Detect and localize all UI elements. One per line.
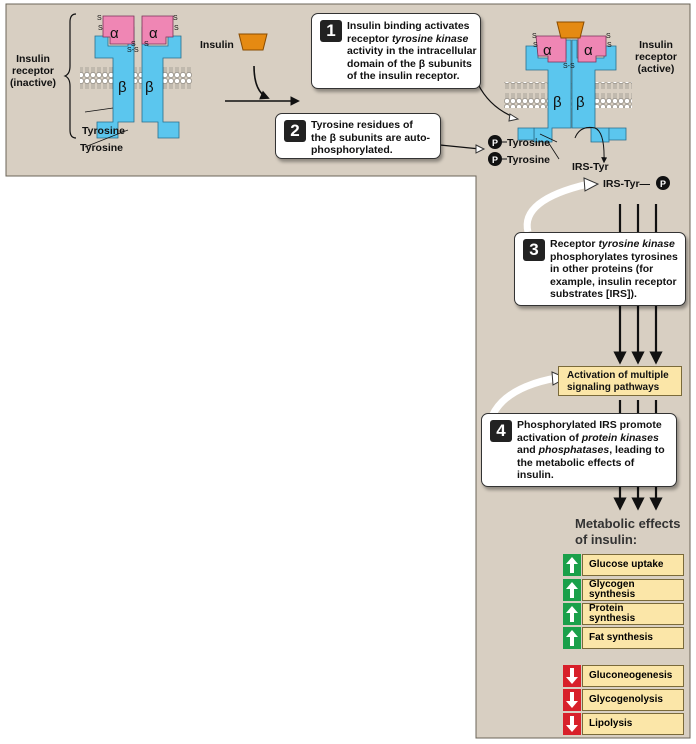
- disulfide-s: S: [533, 42, 538, 49]
- receptor-active-label: Insulin: [639, 39, 673, 51]
- phosphate-icon: [488, 135, 502, 149]
- beta-subunit-left: [94, 26, 135, 139]
- activation-line: Activation of multiple: [567, 370, 669, 381]
- phosphate-label: P: [660, 179, 666, 189]
- phosphate-icon: [656, 176, 670, 190]
- beta-label: β: [145, 79, 154, 96]
- disulfide-bond: S-S: [563, 63, 575, 70]
- step-text-line: of the insulin receptor.: [347, 70, 460, 82]
- receptor-active-label: receptor: [635, 51, 677, 63]
- step-text-line: example, insulin receptor: [550, 275, 677, 288]
- tyrosine-label: Tyrosine: [507, 154, 550, 166]
- background-panel: [5, 3, 691, 739]
- beta-subunit-left-active: [525, 39, 572, 143]
- disulfide-s: S: [97, 15, 102, 22]
- disulfide-s: S: [131, 41, 136, 48]
- beta-label: β: [576, 94, 585, 111]
- active-receptor: α α β β S S S S S-S Insulin receptor (ac…: [488, 21, 677, 190]
- disulfide-s: S: [98, 25, 103, 32]
- insulin-label: Insulin: [200, 39, 234, 51]
- activation-line: signaling pathways: [567, 382, 660, 393]
- beta-label: β: [553, 94, 562, 111]
- alpha-label: α: [584, 42, 593, 59]
- insulin-icon: [238, 33, 268, 51]
- tyrosine-label: Tyrosine: [507, 137, 550, 149]
- irs-tyr-label: IRS-Tyr: [572, 161, 609, 173]
- step-text-line: phosphorylated.: [311, 144, 393, 156]
- step-text-line: the β subunits are auto-: [311, 131, 431, 144]
- alpha-label: α: [149, 25, 158, 42]
- step-text-line: Tyrosine residues of: [311, 119, 413, 131]
- step-text-line: receptor tyrosine kinase: [347, 32, 469, 45]
- phosphate-label: P: [492, 155, 498, 165]
- receptor-inactive-label: Insulin: [16, 53, 50, 65]
- inactive-receptor: α α β β S S S S S-S S S Tyrosine Tyrosin…: [10, 13, 192, 154]
- activation-box: Activation of multiple signaling pathway…: [558, 366, 682, 396]
- bound-insulin-icon: [556, 21, 585, 39]
- membrane-inactive: [80, 67, 192, 93]
- beta-label: β: [118, 79, 127, 96]
- step-text-line: in other proteins (for: [550, 263, 654, 275]
- step-text-line: phosphorylates tyrosines: [550, 250, 678, 263]
- step-text-line: activation of protein kinases: [517, 431, 659, 444]
- step-number: 1: [320, 20, 342, 42]
- disulfide-s: S: [532, 33, 537, 40]
- disulfide-bond: S-S: [127, 47, 139, 54]
- step-text-line: insulin.: [517, 469, 554, 481]
- alpha-label: α: [543, 42, 552, 59]
- brace: [63, 13, 77, 139]
- step-text-line: Insulin binding activates: [347, 20, 470, 32]
- disulfide-s: S: [173, 15, 178, 22]
- step-text-line: Receptor tyrosine kinase: [550, 238, 675, 250]
- alpha-subunit-right-active: [577, 35, 607, 63]
- step-number: 3: [523, 239, 545, 261]
- alpha-label: α: [110, 25, 119, 42]
- disulfide-s: S: [174, 25, 179, 32]
- step-text-line: domain of the β subunits: [347, 57, 472, 70]
- step-text-line: Phosphorylated IRS promote: [517, 419, 662, 431]
- step-text-line: activity in the intracellular: [347, 45, 477, 57]
- step-text-line: the metabolic effects of: [517, 456, 635, 469]
- tyrosine-label: Tyrosine: [80, 142, 123, 154]
- step-text-line: and phosphatases, leading to: [517, 444, 665, 456]
- receptor-inactive-label: receptor: [12, 65, 54, 77]
- step-number: 4: [490, 420, 512, 442]
- beta-subunit-right: [141, 26, 182, 139]
- receptor-inactive-label: (inactive): [10, 77, 56, 89]
- alpha-subunit-right: [141, 15, 174, 45]
- irs-tyr-p-label: IRS-Tyr—: [603, 178, 651, 190]
- disulfide-s: S: [606, 33, 611, 40]
- phosphate-icon: [488, 152, 502, 166]
- receptor-active-label: (active): [638, 63, 675, 75]
- phosphate-label: P: [492, 138, 498, 148]
- disulfide-s: S: [607, 42, 612, 49]
- step-number: 2: [284, 120, 306, 142]
- tyrosine-label: Tyrosine: [82, 125, 125, 137]
- alpha-subunit-left: [102, 15, 135, 45]
- disulfide-s: S: [144, 41, 149, 48]
- free-insulin: Insulin: [200, 33, 300, 106]
- step-text-line: substrates [IRS]).: [550, 288, 637, 300]
